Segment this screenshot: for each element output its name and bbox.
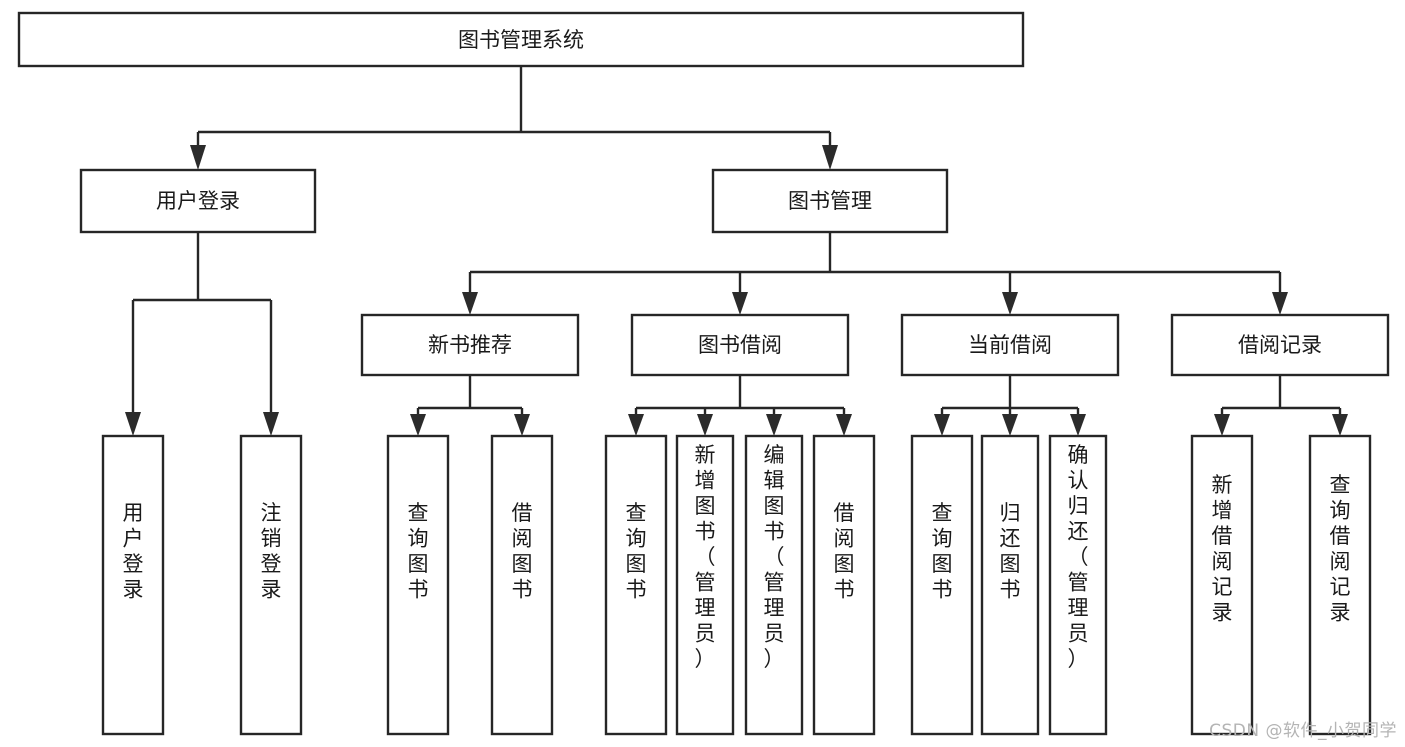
- node-book-manage-label: 图书管理: [788, 189, 872, 213]
- connector-group-current-borrow: [934, 375, 1086, 436]
- node-leaf-add-record-box[interactable]: [1190, 434, 1254, 736]
- node-book-manage[interactable]: 图书管理: [711, 168, 949, 234]
- arrow-head-leaf-query-book-1: [410, 414, 426, 436]
- node-leaf-borrow-book-2-label: 借阅图书: [834, 501, 855, 602]
- node-leaf-query-book-1-label: 查询图书: [408, 501, 429, 602]
- arrow-head-leaf-borrow-book-1: [514, 414, 530, 436]
- node-new-book-recommend-box[interactable]: [360, 313, 580, 377]
- node-leaf-add-book[interactable]: 新增图书（管理员）: [675, 434, 735, 736]
- node-user-login-box[interactable]: [79, 168, 317, 234]
- arrow-head-user-login: [190, 145, 206, 170]
- node-leaf-query-book-3[interactable]: 查询图书: [910, 434, 974, 736]
- arrow-head-leaf-user-login: [125, 412, 141, 436]
- node-root-label: 图书管理系统: [458, 28, 584, 52]
- node-leaf-borrow-book-1-box[interactable]: [490, 434, 554, 736]
- arrow-head-book-manage: [822, 145, 838, 170]
- connector-group-book-manage: [462, 232, 1288, 315]
- node-book-borrow[interactable]: 图书借阅: [630, 313, 850, 377]
- node-leaf-borrow-book-1[interactable]: 借阅图书: [490, 434, 554, 736]
- node-leaf-add-book-box[interactable]: [675, 434, 735, 736]
- node-leaf-edit-book[interactable]: 编辑图书（管理员）: [744, 434, 804, 736]
- node-root[interactable]: 图书管理系统: [17, 11, 1025, 68]
- connector-group-user-login: [125, 232, 279, 436]
- node-leaf-borrow-book-2-box[interactable]: [812, 434, 876, 736]
- node-book-borrow-box[interactable]: [630, 313, 850, 377]
- arrow-head-leaf-borrow-book-2: [836, 414, 852, 436]
- node-leaf-user-login-box[interactable]: [101, 434, 165, 736]
- node-leaf-query-book-2[interactable]: 查询图书: [604, 434, 668, 736]
- node-book-manage-box[interactable]: [711, 168, 949, 234]
- arrow-head-leaf-confirm-return: [1070, 414, 1086, 436]
- arrow-head-leaf-logout-login: [263, 412, 279, 436]
- node-borrow-record-box[interactable]: [1170, 313, 1390, 377]
- connector-group-book-borrow: [628, 375, 852, 436]
- csdn-watermark: CSDN @软件_小贺同学: [1209, 721, 1397, 741]
- node-leaf-user-login[interactable]: 用户登录: [101, 434, 165, 736]
- node-leaf-query-book-2-label: 查询图书: [626, 501, 647, 602]
- connector-group-root: [190, 66, 838, 170]
- node-leaf-query-record-box[interactable]: [1308, 434, 1372, 736]
- node-leaf-confirm-return[interactable]: 确认归还（管理员）: [1048, 434, 1108, 736]
- node-leaf-edit-book-box[interactable]: [744, 434, 804, 736]
- node-user-login-label: 用户登录: [156, 189, 240, 213]
- node-leaf-query-record[interactable]: 查询借阅记录: [1308, 434, 1372, 736]
- arrow-head-leaf-query-record: [1332, 414, 1348, 436]
- node-leaf-confirm-return-label: 确认归还（管理员）: [1068, 443, 1089, 671]
- arrow-head-leaf-add-record: [1214, 414, 1230, 436]
- node-leaf-logout-login-box[interactable]: [239, 434, 303, 736]
- node-leaf-edit-book-label: 编辑图书（管理员）: [764, 443, 785, 671]
- arrow-head-new-book-recommend: [462, 292, 478, 315]
- node-borrow-record[interactable]: 借阅记录: [1170, 313, 1390, 377]
- arrow-head-leaf-query-book-2: [628, 414, 644, 436]
- node-leaf-confirm-return-box[interactable]: [1048, 434, 1108, 736]
- node-new-book-recommend[interactable]: 新书推荐: [360, 313, 580, 377]
- node-leaf-borrow-book-2[interactable]: 借阅图书: [812, 434, 876, 736]
- arrow-head-book-borrow: [732, 292, 748, 315]
- node-leaf-add-book-label: 新增图书（管理员）: [695, 443, 716, 671]
- connector-group-new-book-recommend: [410, 375, 530, 436]
- node-leaf-return-book-box[interactable]: [980, 434, 1040, 736]
- node-leaf-return-book-label: 归还图书: [1000, 501, 1021, 602]
- arrow-head-leaf-query-book-3: [934, 414, 950, 436]
- node-current-borrow-box[interactable]: [900, 313, 1120, 377]
- node-user-login[interactable]: 用户登录: [79, 168, 317, 234]
- node-new-book-recommend-label: 新书推荐: [428, 333, 512, 357]
- node-current-borrow-label: 当前借阅: [968, 333, 1052, 357]
- node-leaf-return-book[interactable]: 归还图书: [980, 434, 1040, 736]
- node-current-borrow[interactable]: 当前借阅: [900, 313, 1120, 377]
- arrow-head-current-borrow: [1002, 292, 1018, 315]
- node-leaf-logout-login[interactable]: 注销登录: [239, 434, 303, 736]
- node-leaf-user-login-label: 用户登录: [123, 501, 144, 602]
- node-leaf-query-book-3-label: 查询图书: [932, 501, 953, 602]
- node-leaf-query-book-2-box[interactable]: [604, 434, 668, 736]
- node-leaf-query-record-label: 查询借阅记录: [1330, 473, 1351, 625]
- node-leaf-query-book-1[interactable]: 查询图书: [386, 434, 450, 736]
- node-leaf-query-book-3-box[interactable]: [910, 434, 974, 736]
- node-leaf-logout-login-label: 注销登录: [261, 501, 282, 602]
- node-root-box[interactable]: [17, 11, 1025, 68]
- arrow-head-leaf-return-book: [1002, 414, 1018, 436]
- node-leaf-query-book-1-box[interactable]: [386, 434, 450, 736]
- node-leaf-add-record[interactable]: 新增借阅记录: [1190, 434, 1254, 736]
- arrow-head-borrow-record: [1272, 292, 1288, 315]
- node-leaf-borrow-book-1-label: 借阅图书: [512, 501, 533, 602]
- arrow-head-leaf-edit-book: [766, 414, 782, 436]
- connector-group-borrow-record: [1214, 375, 1348, 436]
- node-book-borrow-label: 图书借阅: [698, 333, 782, 357]
- node-leaf-add-record-label: 新增借阅记录: [1212, 473, 1233, 625]
- node-borrow-record-label: 借阅记录: [1238, 333, 1322, 357]
- arrow-head-leaf-add-book: [697, 414, 713, 436]
